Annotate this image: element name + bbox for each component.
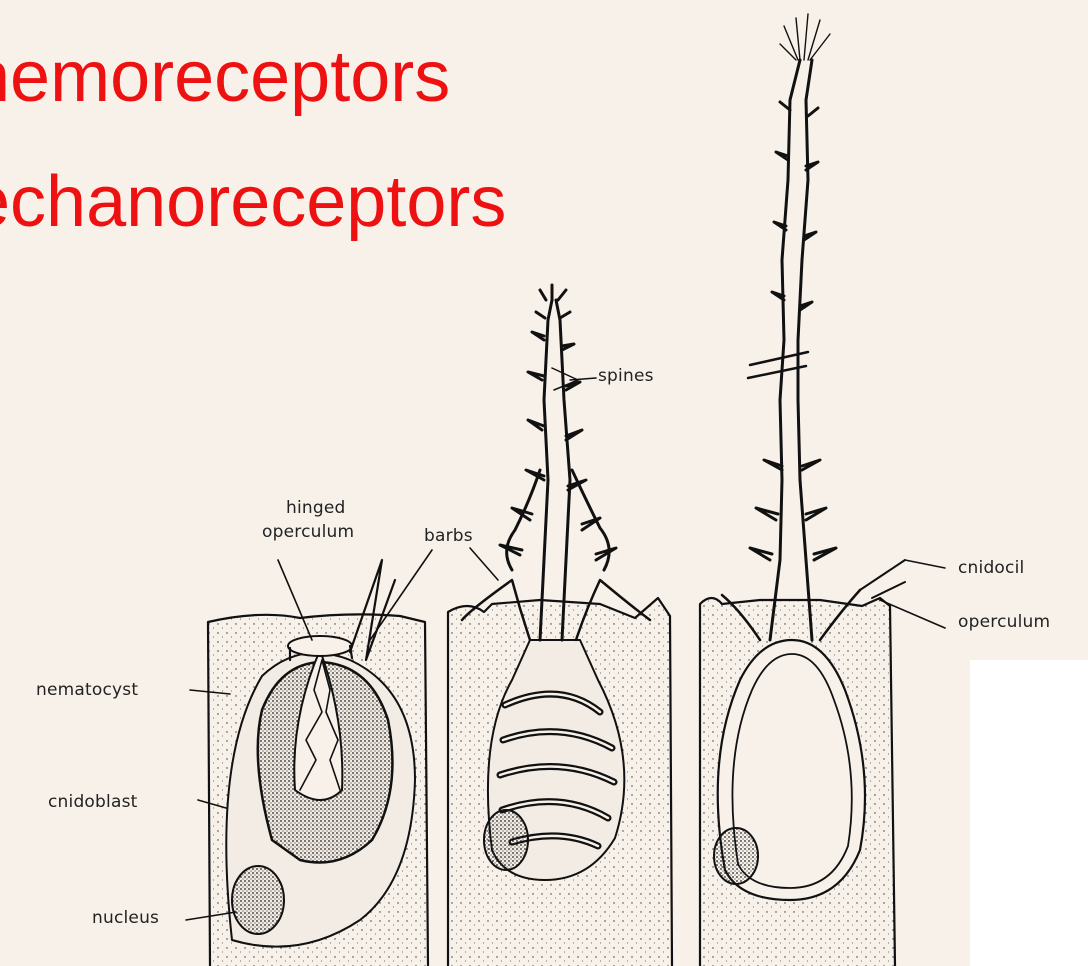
label-barbs: barbs — [424, 526, 473, 546]
cell-discharging — [448, 285, 672, 966]
label-operculum: operculum — [958, 612, 1050, 632]
label-nucleus: nucleus — [92, 908, 159, 928]
cell-discharged — [700, 14, 905, 966]
label-cnidoblast: cnidoblast — [48, 792, 138, 812]
label-nematocyst: nematocyst — [36, 680, 138, 700]
label-hinged-line2: operculum — [262, 522, 354, 542]
label-cnidocil: cnidocil — [958, 558, 1024, 578]
cell-undischarged — [208, 560, 428, 966]
label-spines: spines — [598, 366, 654, 386]
label-hinged-line1: hinged — [286, 498, 346, 518]
